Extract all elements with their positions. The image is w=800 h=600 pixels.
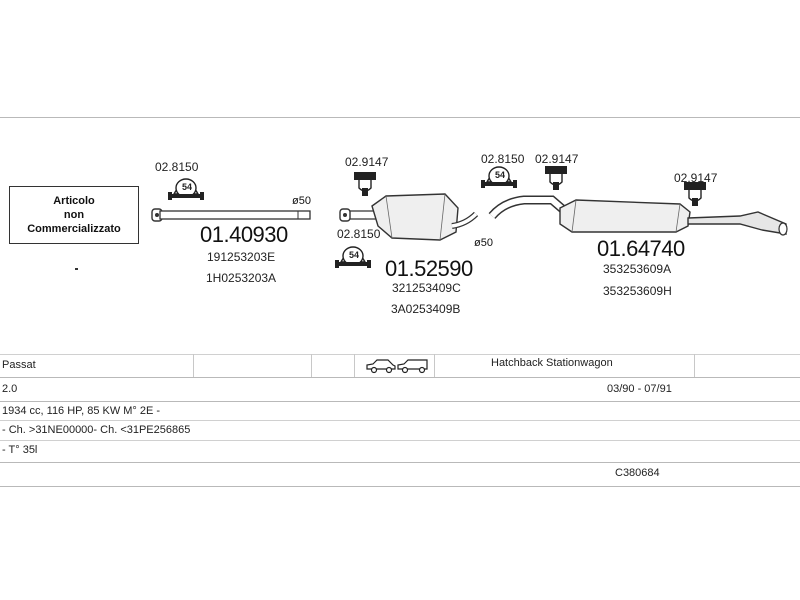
middle-pipe-diameter: ø50: [474, 237, 493, 249]
part-ref-front-1: 191253203E: [207, 250, 276, 264]
table-line: [0, 354, 800, 355]
front-pipe-graphic: [151, 208, 311, 222]
clamp-5-code: 02.9147: [535, 152, 579, 166]
table-line: [0, 401, 800, 402]
clamp-1-code: 02.8150: [155, 160, 199, 174]
vehicle-body-types: Hatchback Stationwagon: [491, 357, 613, 369]
table-line: [0, 486, 800, 487]
table-divider: [354, 354, 355, 377]
vehicle-engine: 2.0: [2, 383, 18, 395]
clamp-ring-icon: [168, 178, 204, 200]
legend-line-3: Commercializzato: [27, 223, 121, 235]
vehicle-period: 03/90 - 07/91: [607, 383, 672, 395]
stray-dot: [75, 268, 78, 270]
clamp-2-code: 02.9147: [345, 155, 389, 169]
table-divider: [434, 354, 435, 377]
table-divider: [193, 354, 194, 377]
legend-line-1: Articolo: [53, 195, 95, 207]
legend-line-2: non: [63, 209, 85, 221]
part-ref-front-2: 1H0253203A: [206, 271, 277, 285]
table-line: [0, 440, 800, 441]
front-pipe-diameter: ø50: [292, 195, 311, 207]
table-line: [0, 377, 800, 378]
rubber-hanger-icon: [684, 182, 706, 206]
clamp-1-badge: 54: [182, 182, 193, 192]
part-ref-middle-1: 321253409C: [392, 281, 461, 295]
part-number-front: 01.40930: [200, 222, 288, 247]
clamp-4-badge: 54: [495, 170, 506, 180]
rear-silencer-graphic: [488, 195, 788, 236]
top-separator: [0, 117, 800, 118]
clamp-ring-icon: [335, 246, 371, 268]
vehicle-chassis: - Ch. >31NE00000- Ch. <31PE256865: [2, 424, 191, 436]
table-line: [0, 420, 800, 421]
legend-box: Articolo non Commercializzato: [9, 186, 139, 244]
part-ref-rear-1: 353253609A: [603, 262, 672, 276]
clamp-ring-icon: [481, 166, 517, 188]
part-ref-rear-2: 353253609H: [603, 284, 672, 298]
clamp-6-code: 02.9147: [674, 171, 718, 185]
clamp-3-badge: 54: [349, 250, 360, 260]
table-divider: [694, 354, 695, 377]
vehicle-spec: 1934 cc, 116 HP, 85 KW M° 2E -: [2, 405, 161, 417]
hatchback-car-icon: [366, 359, 396, 374]
table-line: [0, 462, 800, 463]
vehicle-note: - T° 35l: [2, 444, 38, 456]
rubber-hanger-icon: [354, 172, 376, 196]
part-ref-middle-2: 3A0253409B: [391, 302, 461, 316]
station-wagon-car-icon: [397, 359, 428, 374]
table-divider: [311, 354, 312, 377]
rubber-hanger-icon: [545, 166, 567, 190]
clamp-4-code: 02.8150: [481, 152, 525, 166]
middle-silencer-graphic: [339, 193, 479, 241]
clamp-3-code: 02.8150: [337, 227, 381, 241]
part-number-rear: 01.64740: [597, 236, 685, 261]
part-number-middle: 01.52590: [385, 256, 473, 281]
vehicle-code: C380684: [615, 467, 660, 479]
exhaust-diagram: [151, 166, 788, 268]
vehicle-model: Passat: [2, 359, 36, 371]
